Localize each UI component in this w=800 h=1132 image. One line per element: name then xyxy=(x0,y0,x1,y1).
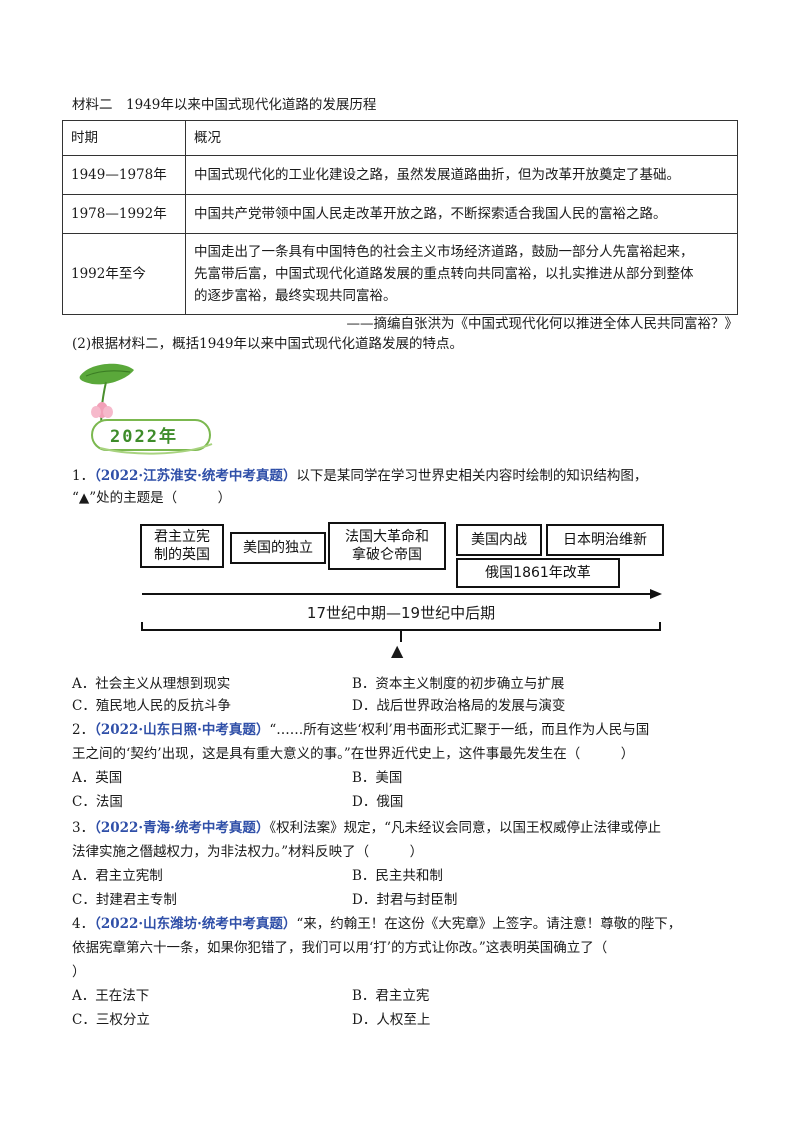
diagram-box-england: 君主立宪 制的英国 xyxy=(140,524,224,568)
row-period: 1978—1992年 xyxy=(62,194,186,234)
row-desc-line: 的逐步富裕，最终实现共同富裕。 xyxy=(194,288,397,304)
material-source: ——摘编自张洪为《中国式现代化何以推进全体人民共同富裕？》 xyxy=(346,316,739,332)
table-row: 1949—1978年 中国式现代化的工业化建设之路，虽然发展道路曲折，但为改革开… xyxy=(62,155,738,195)
q4-option-c[interactable]: C．三权分立 xyxy=(72,1012,150,1028)
row-desc: 中国走出了一条具有中国特色的社会主义市场经济道路，鼓励一部分人先富裕起来， 先富… xyxy=(185,233,738,315)
sub-question: (2)根据材料二，概括1949年以来中国式现代化道路发展的特点。 xyxy=(72,336,463,352)
timeline-arrow xyxy=(141,589,662,642)
q2-text: “……所有这些‘权利’用书面形式汇聚于一纸，而且作为人民与国 xyxy=(269,722,650,738)
diagram-box-russia-reform: 俄国1861年改革 xyxy=(456,558,620,588)
q2-source: （2022·山东日照·中考真题） xyxy=(94,722,270,738)
diagram-box-us-civil-war: 美国内战 xyxy=(456,524,542,556)
q3-option-a[interactable]: A．君主立宪制 xyxy=(72,868,163,884)
q1-option-c[interactable]: C．殖民地人民的反抗斗争 xyxy=(72,698,231,714)
q4-option-d[interactable]: D．人权至上 xyxy=(352,1012,431,1028)
q3-stem: 3．（2022·青海·统考中考真题）《权利法案》规定，“凡未经议会同意，以国王权… xyxy=(72,818,661,838)
year-badge: 2022年 xyxy=(72,360,222,460)
q4-option-a[interactable]: A．王在法下 xyxy=(72,988,150,1004)
table-row: 1978—1992年 中国共产党带领中国人民走改革开放之路，不断探索适合我国人民… xyxy=(62,194,738,234)
q1-option-b[interactable]: B．资本主义制度的初步确立与扩展 xyxy=(352,676,565,692)
q1-option-a[interactable]: A．社会主义从理想到现实 xyxy=(72,676,231,692)
q2-option-d[interactable]: D．俄国 xyxy=(352,794,404,810)
lotus-leaf-icon xyxy=(79,363,213,455)
year-badge-label: 2022年 xyxy=(110,427,178,447)
row-desc-line: 先富带后富，中国式现代化道路发展的重点转向共同富裕，以扎实推进从部分到整体 xyxy=(194,266,694,282)
history-table: 时期 概况 1949—1978年 中国式现代化的工业化建设之路，虽然发展道路曲折… xyxy=(62,120,738,315)
q3-text: 《权利法案》规定，“凡未经议会同意，以国王权威停止法律或停止 xyxy=(269,820,661,836)
row-desc: 中国共产党带领中国人民走改革开放之路，不断探索适合我国人民的富裕之路。 xyxy=(185,194,738,234)
q1-stem: 1．（2022·江苏淮安·统考中考真题）以下是某同学在学习世界史相关内容时绘制的… xyxy=(72,466,647,486)
q3-source: （2022·青海·统考中考真题） xyxy=(94,820,270,836)
row-desc-line: 中国走出了一条具有中国特色的社会主义市场经济道路，鼓励一部分人先富裕起来， xyxy=(194,244,694,260)
q2-option-a[interactable]: A．英国 xyxy=(72,770,123,786)
q4-option-b[interactable]: B．君主立宪 xyxy=(352,988,430,1004)
timeline-label: 17世纪中期—19世纪中后期 xyxy=(306,604,496,622)
q3-number: 3． xyxy=(72,820,95,836)
row-period: 1992年至今 xyxy=(62,233,186,315)
q1-number: 1． xyxy=(72,468,95,484)
q1-source: （2022·江苏淮安·统考中考真题） xyxy=(94,468,297,484)
q4-text: “来，约翰王！在这份《大宪章》上签字。请注意！尊敬的陛下， xyxy=(296,916,682,932)
q4-stem-line3: ） xyxy=(72,964,86,980)
q4-stem-line2: 依据宪章第六十一条，如果你犯错了，我们可以用‘打’的方式让你改。”这表明英国确立… xyxy=(72,940,608,956)
q4-stem: 4．（2022·山东潍坊·统考中考真题）“来，约翰王！在这份《大宪章》上签字。请… xyxy=(72,914,681,934)
table-header-row: 时期 概况 xyxy=(62,120,738,156)
q2-stem-line2: 王之间的‘契约’出现，这是具有重大意义的事。”在世界近代史上，这件事最先发生在（… xyxy=(72,746,635,762)
q4-source: （2022·山东潍坊·统考中考真题） xyxy=(94,916,297,932)
row-period: 1949—1978年 xyxy=(62,155,186,195)
q1-stem-line2: “▲”处的主题是（ ） xyxy=(72,490,232,506)
q3-stem-line2: 法律实施之僭越权力，为非法权力。”材料反映了（ ） xyxy=(72,844,424,860)
header-overview: 概况 xyxy=(185,120,738,156)
diagram-box-france: 法国大革命和 拿破仑帝国 xyxy=(328,522,446,570)
knowledge-structure-diagram: 君主立宪 制的英国 美国的独立 法国大革命和 拿破仑帝国 美国内战 日本明治维新… xyxy=(136,518,666,668)
row-desc: 中国式现代化的工业化建设之路，虽然发展道路曲折，但为改革开放奠定了基础。 xyxy=(185,155,738,195)
triangle-marker-icon: ▲ xyxy=(391,641,404,660)
q4-number: 4． xyxy=(72,916,95,932)
q2-option-b[interactable]: B．美国 xyxy=(352,770,403,786)
diagram-box-us-independence: 美国的独立 xyxy=(230,532,326,564)
q3-option-c[interactable]: C．封建君主专制 xyxy=(72,892,177,908)
q1-text: 以下是某同学在学习世界史相关内容时绘制的知识结构图， xyxy=(296,468,648,484)
q2-option-c[interactable]: C．法国 xyxy=(72,794,123,810)
diagram-box-japan-meiji: 日本明治维新 xyxy=(546,524,664,556)
q2-number: 2． xyxy=(72,722,95,738)
table-row: 1992年至今 中国走出了一条具有中国特色的社会主义市场经济道路，鼓励一部分人先… xyxy=(62,233,738,315)
q3-option-d[interactable]: D．封君与封臣制 xyxy=(352,892,458,908)
q3-option-b[interactable]: B．民主共和制 xyxy=(352,868,443,884)
material-title: 材料二 1949年以来中国式现代化道路的发展历程 xyxy=(72,97,377,113)
header-period: 时期 xyxy=(62,120,186,156)
q2-stem: 2．（2022·山东日照·中考真题）“……所有这些‘权利’用书面形式汇聚于一纸，… xyxy=(72,720,649,740)
q1-option-d[interactable]: D．战后世界政治格局的发展与演变 xyxy=(352,698,566,714)
